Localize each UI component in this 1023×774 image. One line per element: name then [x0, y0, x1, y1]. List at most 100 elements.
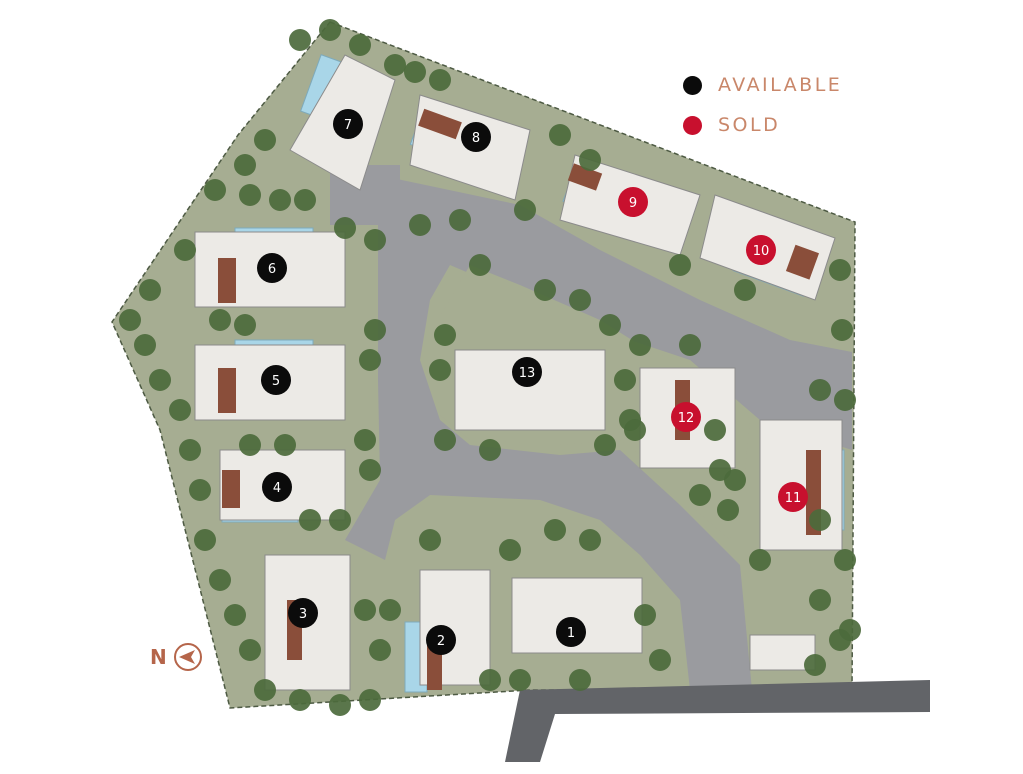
- tree: [534, 279, 556, 301]
- tree: [479, 439, 501, 461]
- tree: [349, 34, 371, 56]
- tree: [429, 359, 451, 381]
- lot-number-label: 5: [272, 374, 280, 389]
- lot-marker-circle: [512, 357, 542, 387]
- tree: [334, 217, 356, 239]
- tree: [239, 184, 261, 206]
- tree: [614, 369, 636, 391]
- tree: [709, 459, 731, 481]
- north-label: N: [150, 645, 167, 669]
- tree: [134, 334, 156, 356]
- tree: [364, 229, 386, 251]
- tree: [831, 319, 853, 341]
- tree: [829, 629, 851, 651]
- tree: [834, 549, 856, 571]
- lot-marker-circle: [262, 472, 292, 502]
- tree: [204, 179, 226, 201]
- tree: [834, 389, 856, 411]
- lot-marker-7[interactable]: 7: [333, 109, 363, 139]
- tree: [239, 434, 261, 456]
- tree: [809, 509, 831, 531]
- lot-marker-8[interactable]: 8: [461, 122, 491, 152]
- lot-marker-3[interactable]: 3: [288, 598, 318, 628]
- lot-marker-12[interactable]: 12: [671, 402, 701, 432]
- available-dot-icon: [683, 75, 702, 95]
- tree: [404, 61, 426, 83]
- lot-marker-10[interactable]: 10: [746, 235, 776, 265]
- tree: [479, 669, 501, 691]
- tree: [634, 604, 656, 626]
- lot-marker-circle: [671, 402, 701, 432]
- tree: [649, 649, 671, 671]
- lot-marker-circle: [257, 253, 287, 283]
- tree: [499, 539, 521, 561]
- tree: [234, 154, 256, 176]
- tree: [254, 129, 276, 151]
- tree: [594, 434, 616, 456]
- lot-marker-circle: [778, 482, 808, 512]
- tree: [749, 549, 771, 571]
- lot-marker-circle: [556, 617, 586, 647]
- tree: [549, 124, 571, 146]
- tree: [369, 639, 391, 661]
- tree: [809, 589, 831, 611]
- lot-number-label: 4: [273, 481, 281, 496]
- lot-marker-2[interactable]: 2: [426, 625, 456, 655]
- tree: [629, 334, 651, 356]
- tree: [294, 189, 316, 211]
- lot-marker-circle: [288, 598, 318, 628]
- lot-marker-5[interactable]: 5: [261, 365, 291, 395]
- trees: [119, 19, 861, 716]
- tree: [234, 314, 256, 336]
- lot-number-label: 6: [268, 262, 276, 277]
- tree: [254, 679, 276, 701]
- lot-marker-circle: [426, 625, 456, 655]
- lot-marker-circle: [618, 187, 648, 217]
- tree: [544, 519, 566, 541]
- lot-number-label: 9: [629, 196, 637, 211]
- lot-marker-circle: [746, 235, 776, 265]
- lot-number-label: 11: [785, 491, 802, 506]
- tree: [119, 309, 141, 331]
- lot-number-label: 7: [344, 118, 352, 133]
- tree: [509, 669, 531, 691]
- tree: [449, 209, 471, 231]
- lot-number-label: 10: [753, 244, 770, 259]
- lot-marker-circle: [333, 109, 363, 139]
- tree: [179, 439, 201, 461]
- tree: [379, 599, 401, 621]
- lot-number-label: 8: [472, 131, 480, 146]
- tree: [434, 429, 456, 451]
- tree: [619, 409, 641, 431]
- lot-number-label: 12: [678, 411, 695, 426]
- lot-marker-4[interactable]: 4: [262, 472, 292, 502]
- tree: [579, 149, 601, 171]
- tree: [717, 499, 739, 521]
- legend-available: AVAILABLE: [683, 74, 842, 96]
- tree: [599, 314, 621, 336]
- tree: [579, 529, 601, 551]
- tree: [319, 19, 341, 41]
- tree: [409, 214, 431, 236]
- tree: [734, 279, 756, 301]
- lot-marker-1[interactable]: 1: [556, 617, 586, 647]
- sold-dot-icon: [683, 115, 702, 135]
- tree: [569, 669, 591, 691]
- lot-number-label: 1: [567, 626, 575, 641]
- lot-marker-9[interactable]: 9: [618, 187, 648, 217]
- legend-sold: SOLD: [683, 114, 780, 136]
- tree: [359, 349, 381, 371]
- legend-available-label: AVAILABLE: [718, 74, 843, 96]
- lot-number-label: 2: [437, 634, 445, 649]
- lot-marker-11[interactable]: 11: [778, 482, 808, 512]
- tree: [269, 189, 291, 211]
- tree: [174, 239, 196, 261]
- tree: [419, 529, 441, 551]
- tree: [359, 459, 381, 481]
- tree: [514, 199, 536, 221]
- lot-marker-6[interactable]: 6: [257, 253, 287, 283]
- lot-marker-13[interactable]: 13: [512, 357, 542, 387]
- tree: [289, 689, 311, 711]
- tree: [329, 509, 351, 531]
